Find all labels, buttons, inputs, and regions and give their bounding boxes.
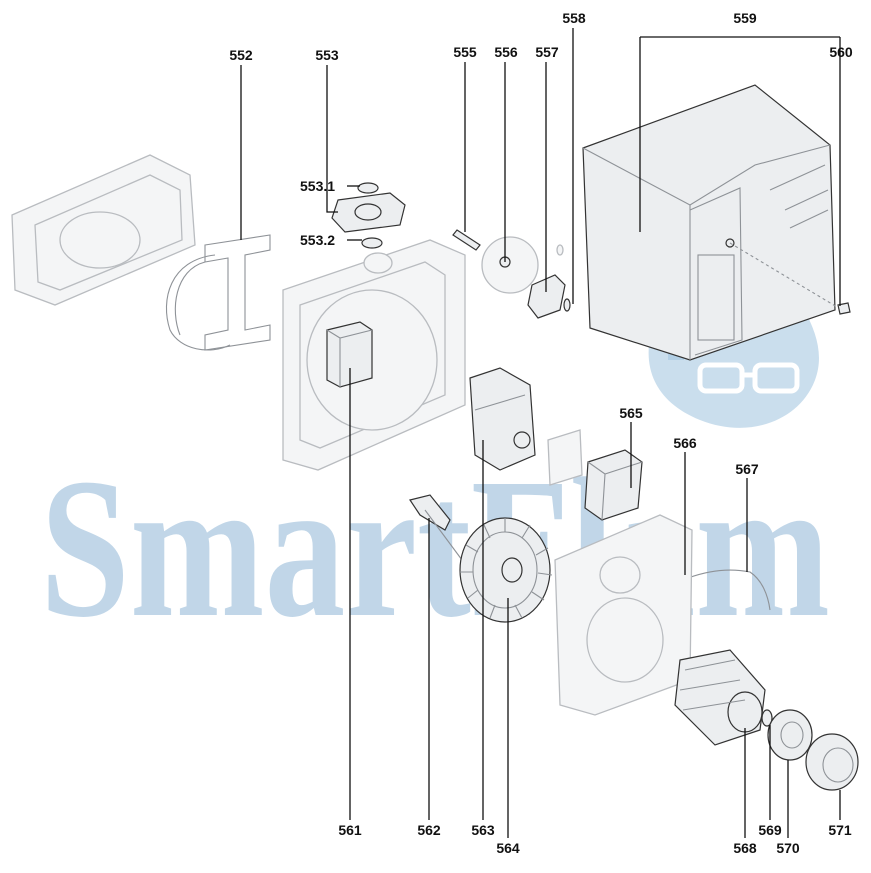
part-cable-bracket	[166, 234, 271, 351]
part-565-module	[584, 449, 643, 521]
callout-labels: 552 553 553.1 553.2 555 556 557 558 559 …	[229, 10, 853, 856]
callout-564: 564	[496, 840, 520, 856]
callout-552: 552	[229, 47, 253, 63]
part-563-bracket	[469, 367, 536, 471]
part-562-bracket	[409, 494, 463, 561]
callout-570: 570	[776, 840, 800, 856]
callout-556: 556	[494, 44, 518, 60]
part-side-cover	[11, 154, 196, 306]
part-570-plate	[767, 709, 813, 761]
callout-561: 561	[338, 822, 362, 838]
callout-563: 563	[471, 822, 495, 838]
callout-559: 559	[733, 10, 757, 26]
callout-568: 568	[733, 840, 757, 856]
watermark-text: SmartFlam	[40, 438, 830, 659]
part-568-motor	[674, 649, 766, 746]
callout-565: 565	[619, 405, 643, 421]
part-flange	[331, 182, 406, 249]
callout-566: 566	[673, 435, 697, 451]
callout-557: 557	[535, 44, 559, 60]
part-terminal-plate	[547, 429, 583, 486]
callout-569: 569	[758, 822, 782, 838]
callout-553-2: 553.2	[300, 232, 335, 248]
callout-571: 571	[828, 822, 852, 838]
callout-558: 558	[562, 10, 586, 26]
part-small-fittings	[452, 229, 571, 319]
part-559-cover	[582, 84, 851, 361]
part-main-housing	[282, 239, 466, 471]
callout-562: 562	[417, 822, 441, 838]
callout-555: 555	[453, 44, 477, 60]
callout-567: 567	[735, 461, 759, 477]
part-561-relay	[326, 321, 373, 388]
part-571-pump	[805, 733, 859, 791]
leader-lines	[240, 28, 841, 838]
callout-560: 560	[829, 44, 853, 60]
part-burner-flange	[554, 514, 693, 716]
part-569-coupling	[761, 709, 773, 727]
callout-553: 553	[315, 47, 339, 63]
callout-553-1: 553.1	[300, 178, 335, 194]
